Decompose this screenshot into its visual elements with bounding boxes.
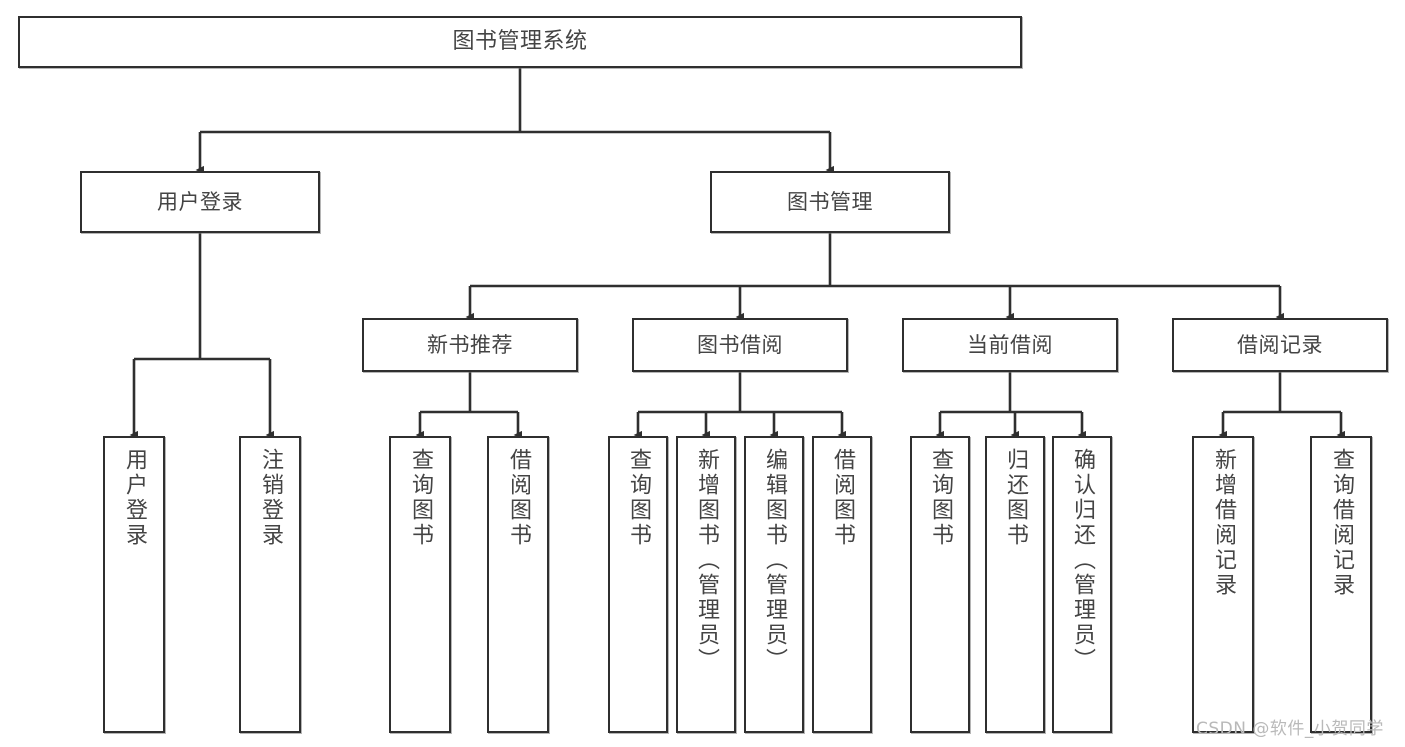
node-label-new-book-rec: 新书推荐	[427, 332, 513, 357]
node-label-leaf-cur-confirm: 确认归还（管理员）	[1070, 448, 1095, 673]
node-leaf-rec-add[interactable]: 新增借阅记录	[1192, 436, 1254, 733]
node-user-login[interactable]: 用户登录	[80, 171, 320, 233]
node-borrow-record[interactable]: 借阅记录	[1172, 318, 1388, 372]
node-leaf-book-lend[interactable]: 借阅图书	[812, 436, 872, 733]
node-label-current-borrow: 当前借阅	[967, 332, 1053, 357]
node-book-manage[interactable]: 图书管理	[710, 171, 950, 233]
node-leaf-cur-confirm[interactable]: 确认归还（管理员）	[1052, 436, 1112, 733]
node-leaf-book-edit[interactable]: 编辑图书（管理员）	[744, 436, 804, 733]
node-leaf-rec-search[interactable]: 查询借阅记录	[1310, 436, 1372, 733]
node-label-book-borrow: 图书借阅	[697, 332, 783, 357]
node-leaf-book-add[interactable]: 新增图书（管理员）	[676, 436, 736, 733]
node-leaf-cur-query[interactable]: 查询图书	[910, 436, 970, 733]
node-book-borrow[interactable]: 图书借阅	[632, 318, 848, 372]
node-leaf-rec-query[interactable]: 查询图书	[389, 436, 451, 733]
node-label-leaf-cur-query: 查询图书	[928, 448, 953, 548]
edge-path-group	[129, 68, 1346, 440]
node-leaf-user-logout[interactable]: 注销登录	[239, 436, 301, 733]
node-label-leaf-rec-borrow: 借阅图书	[506, 448, 531, 548]
node-leaf-borrow-query[interactable]: 查询图书	[608, 436, 668, 733]
csdn-watermark: CSDN @软件_小贺同学	[1196, 719, 1384, 739]
node-label-leaf-user-logout: 注销登录	[258, 448, 283, 548]
node-label-root: 图书管理系统	[452, 29, 588, 55]
node-new-book-rec[interactable]: 新书推荐	[362, 318, 578, 372]
node-label-user-login: 用户登录	[157, 189, 243, 214]
node-label-leaf-book-edit: 编辑图书（管理员）	[762, 448, 787, 673]
node-label-leaf-borrow-query: 查询图书	[626, 448, 651, 548]
node-label-leaf-rec-search: 查询借阅记录	[1329, 448, 1354, 598]
node-label-leaf-cur-return: 归还图书	[1003, 448, 1028, 548]
node-root[interactable]: 图书管理系统	[18, 16, 1022, 68]
node-label-leaf-book-add: 新增图书（管理员）	[694, 448, 719, 673]
node-label-leaf-user-login: 用户登录	[122, 448, 147, 548]
node-label-book-manage: 图书管理	[787, 189, 873, 214]
node-leaf-user-login[interactable]: 用户登录	[103, 436, 165, 733]
node-label-leaf-book-lend: 借阅图书	[830, 448, 855, 548]
node-current-borrow[interactable]: 当前借阅	[902, 318, 1118, 372]
node-label-borrow-record: 借阅记录	[1237, 332, 1323, 357]
node-leaf-cur-return[interactable]: 归还图书	[985, 436, 1045, 733]
node-label-leaf-rec-add: 新增借阅记录	[1211, 448, 1236, 598]
node-leaf-rec-borrow[interactable]: 借阅图书	[487, 436, 549, 733]
node-label-leaf-rec-query: 查询图书	[408, 448, 433, 548]
